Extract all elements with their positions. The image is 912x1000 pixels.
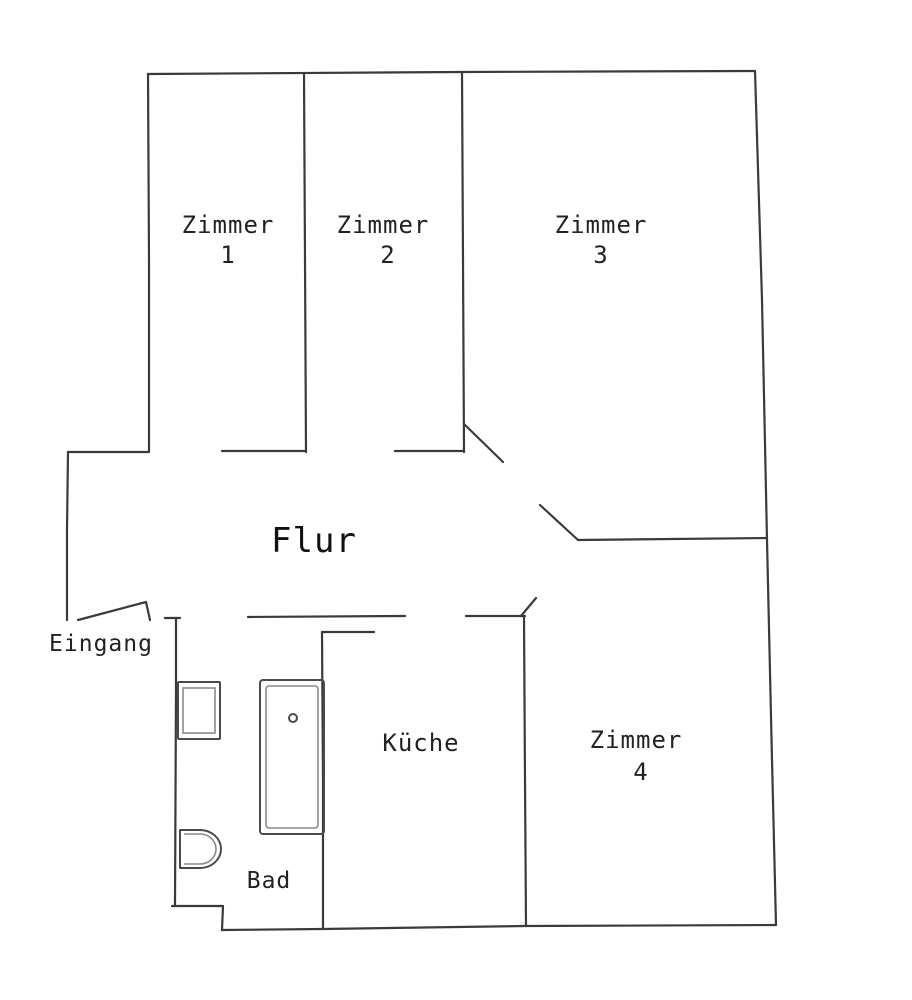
wall-bottom-bath-step [170, 904, 225, 932]
sink-icon [177, 681, 221, 740]
door-zimmer3 [462, 422, 505, 464]
wall-zimmer2-3 [460, 70, 466, 454]
bad-label: Bad [247, 868, 292, 894]
flur-label: Flur [271, 521, 357, 561]
zimmer2-number: 2 [380, 241, 395, 269]
wall-zimmer1-left [146, 72, 151, 454]
door-zimmer4 [519, 596, 538, 618]
toilet-icon [179, 829, 222, 869]
zimmer3-label: Zimmer [555, 211, 648, 239]
zimmer4-number: 4 [633, 758, 648, 786]
kueche-label: Küche [382, 729, 459, 757]
wall-hall-left [65, 450, 70, 622]
zimmer2-label: Zimmer [337, 211, 430, 239]
wall-zimmer3-bottom [538, 503, 769, 542]
wall-top [146, 69, 757, 76]
wall-hall-bottom-1 [246, 614, 407, 619]
bath-fixtures [177, 679, 325, 869]
entrance-door [76, 600, 152, 622]
room-labels: Zimmer 1 Zimmer 2 Zimmer 3 Flur Eingang … [49, 211, 683, 894]
wall-right [753, 69, 778, 927]
wall-kitchen-zimmer4 [522, 614, 528, 928]
bathtub-icon [259, 679, 325, 835]
zimmer1-number: 1 [220, 241, 235, 269]
wall-bottom [220, 923, 778, 932]
zimmer3-number: 3 [593, 241, 608, 269]
wall-bath-left [173, 616, 178, 908]
wall-zimmer1-2 [302, 72, 308, 454]
wall-bath-kitchen [320, 630, 325, 931]
zimmer1-label: Zimmer [182, 211, 275, 239]
zimmer4-label: Zimmer [590, 726, 683, 754]
walls [65, 69, 778, 932]
entrance-label: Eingang [49, 631, 153, 657]
